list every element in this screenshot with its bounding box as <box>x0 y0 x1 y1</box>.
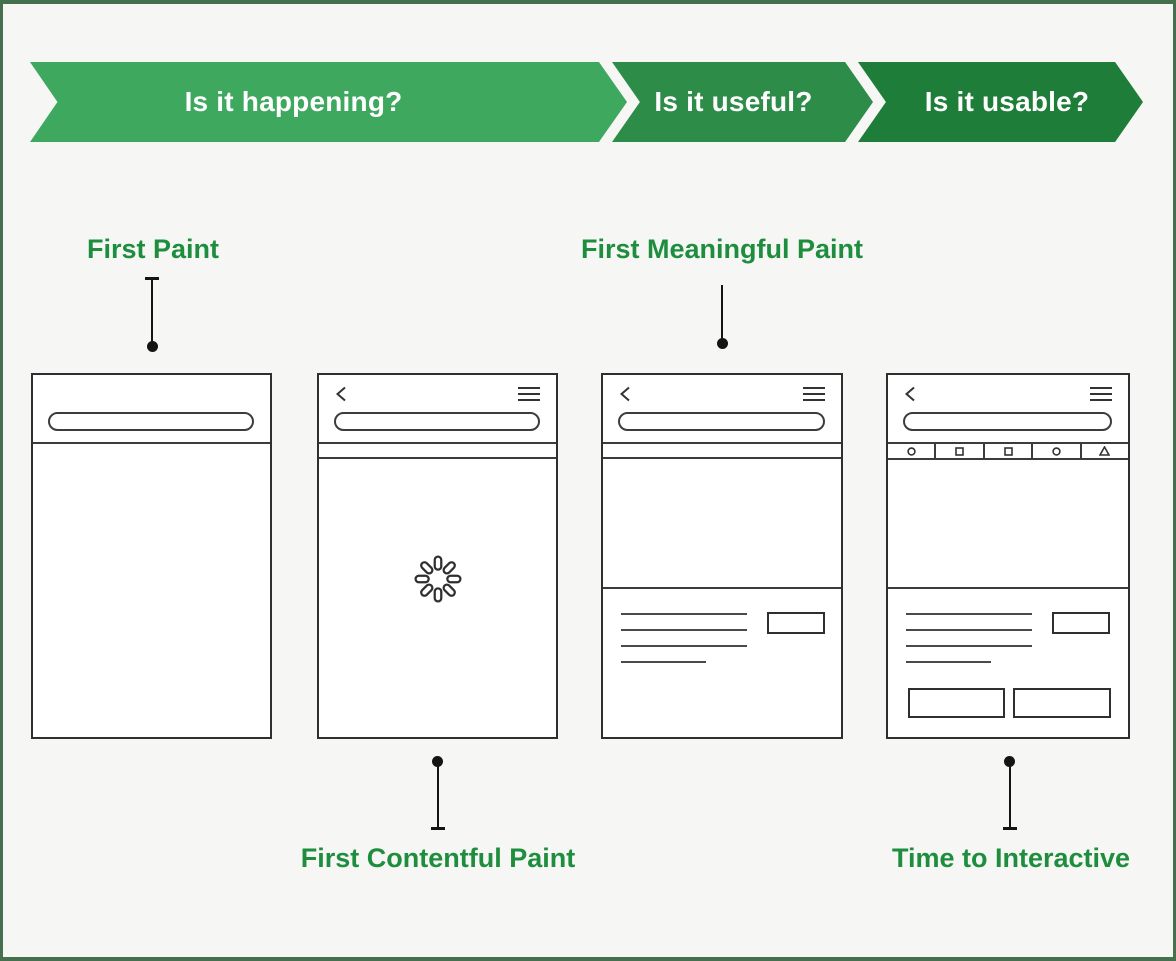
square-icon <box>1003 446 1013 456</box>
circle-icon <box>1052 446 1061 456</box>
connector-line <box>437 762 439 828</box>
first-meaningful-paint-label: First Meaningful Paint <box>580 234 864 264</box>
connector-line <box>1009 762 1011 828</box>
text-line-placeholder <box>621 645 747 647</box>
banner-segment-usable-label: Is it usable? <box>924 86 1090 117</box>
circle-icon <box>907 446 916 456</box>
banner-segment-happening: Is it happening? <box>30 62 627 142</box>
loading-page-area <box>319 459 556 733</box>
back-icon <box>619 386 630 402</box>
browser-header <box>33 375 270 444</box>
first-paint-label: First Paint <box>86 234 220 264</box>
connector-dot <box>1004 756 1015 767</box>
url-bar <box>48 412 254 431</box>
connector-line <box>151 278 153 346</box>
connector-dot <box>432 756 443 767</box>
phone-mockup-first-paint <box>31 373 272 739</box>
banner-segment-happening-label: Is it happening? <box>184 86 403 117</box>
toolbar-cell <box>1033 444 1082 458</box>
url-bar <box>334 412 540 431</box>
first-contentful-paint-label: First Contentful Paint <box>300 843 576 873</box>
blank-page-area <box>33 444 270 735</box>
phone-mockup-first-meaningful-paint <box>601 373 843 739</box>
text-line-placeholder <box>621 661 706 663</box>
time-to-interactive-label: Time to Interactive <box>891 843 1131 873</box>
connector-dot <box>147 341 158 352</box>
menu-icon <box>518 387 540 401</box>
menu-icon <box>803 387 825 401</box>
toolbar-cell <box>1082 444 1128 458</box>
browser-header <box>603 375 841 444</box>
article-area <box>603 589 841 731</box>
browser-header <box>319 375 556 444</box>
url-bar <box>903 412 1112 431</box>
article-area <box>888 589 1128 731</box>
square-icon <box>955 446 964 456</box>
empty-row-placeholder <box>603 444 841 459</box>
text-line-placeholder <box>906 613 1032 615</box>
text-line-placeholder <box>906 629 1032 631</box>
text-line-placeholder <box>621 629 747 631</box>
phone-mockup-first-contentful-paint <box>317 373 558 739</box>
connector-tick <box>1003 827 1017 830</box>
action-button-placeholder <box>908 688 1005 718</box>
toolbar-icon-row <box>888 444 1128 460</box>
banner-segment-usable: Is it usable? <box>858 62 1143 142</box>
toolbar-cell <box>936 444 985 458</box>
back-icon <box>904 386 915 402</box>
toolbar-cell <box>985 444 1034 458</box>
empty-row-placeholder <box>319 444 556 459</box>
text-line-placeholder <box>621 613 747 615</box>
banner-segment-useful-label: Is it useful? <box>654 86 813 117</box>
text-line-placeholder <box>906 661 991 663</box>
menu-icon <box>1090 387 1112 401</box>
button-placeholder <box>1052 612 1110 634</box>
action-button-placeholder <box>1013 688 1111 718</box>
browser-header <box>888 375 1128 444</box>
hero-image-placeholder <box>888 460 1128 589</box>
spinner-icon <box>413 555 462 603</box>
connector-line <box>721 285 723 343</box>
toolbar-cell <box>888 444 937 458</box>
hero-image-placeholder <box>603 459 841 589</box>
back-icon <box>335 386 346 402</box>
url-bar <box>618 412 825 431</box>
button-placeholder <box>767 612 825 634</box>
phone-mockup-time-to-interactive <box>886 373 1130 739</box>
triangle-icon <box>1099 446 1111 456</box>
connector-dot <box>717 338 728 349</box>
text-line-placeholder <box>906 645 1032 647</box>
connector-tick <box>431 827 445 830</box>
banner-segment-useful: Is it useful? <box>612 62 873 142</box>
